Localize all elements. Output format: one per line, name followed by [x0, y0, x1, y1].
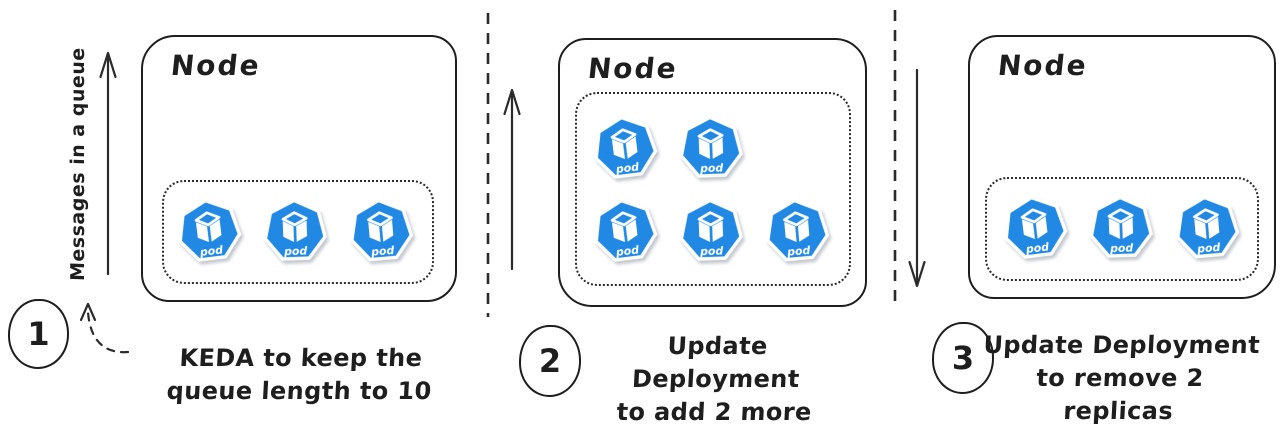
pod-icon: pod: [346, 196, 415, 265]
caption-line: KEDA to keep the: [178, 344, 424, 372]
pod-icon: pod: [173, 195, 244, 266]
step-number: 2: [538, 342, 562, 380]
pod-heptagon-icon: pod: [594, 115, 658, 179]
cube-icon: [367, 211, 394, 242]
pod-icon: pod: [676, 196, 746, 266]
node-title-3: Node: [996, 49, 1090, 82]
pod-heptagon-icon: pod: [594, 198, 658, 262]
node-box-1: Node pod: [141, 35, 457, 302]
step-caption-3: Update Deployment to remove 2 replicas: [977, 329, 1262, 428]
step-number: 1: [27, 315, 50, 353]
node-title-2: Node: [586, 52, 680, 85]
pod-icon: pod: [1172, 193, 1241, 262]
keda-dashed-arrow: [81, 304, 128, 352]
caption-line: queue length to 10: [165, 377, 433, 405]
pod-heptagon-icon: pod: [679, 198, 743, 261]
pod-heptagon-icon: pod: [350, 198, 414, 262]
pod-label: pod: [198, 243, 224, 259]
node-box-2: Node pod: [558, 38, 867, 307]
trend-up-arrow: [505, 90, 520, 269]
step-badge-3: 3: [932, 322, 994, 394]
pod-group-1: pod pod: [162, 180, 434, 284]
node-box-3: Node pod: [968, 35, 1276, 299]
step-badge-2: 2: [519, 325, 581, 397]
pod-icon: pod: [589, 195, 660, 266]
pod-row: pod pod: [591, 114, 745, 182]
pod-icon: pod: [676, 113, 746, 183]
pod-label: pod: [699, 244, 724, 258]
cube-icon: [1020, 208, 1048, 239]
step-badge-1: 1: [8, 299, 69, 369]
pod-label: pod: [370, 244, 395, 259]
pod-icon: pod: [999, 192, 1070, 263]
pod-row: pod pod: [591, 197, 831, 265]
pod-icon: pod: [260, 196, 330, 266]
queue-axis-label: Messages in a queue: [67, 46, 89, 282]
pod-row: pod pod: [175, 197, 415, 265]
pod-heptagon-icon: pod: [263, 198, 327, 261]
pod-heptagon-icon: pod: [1176, 195, 1240, 259]
step-number: 3: [951, 339, 975, 377]
pod-icon: pod: [762, 196, 831, 265]
pod-row: pod pod: [1001, 194, 1241, 262]
pod-label: pod: [283, 244, 308, 258]
pod-label: pod: [614, 243, 640, 259]
cube-icon: [697, 211, 724, 242]
pod-icon: pod: [1086, 193, 1156, 263]
pod-group-3: pod pod: [985, 177, 1259, 281]
caption-line: to add 2 more: [615, 398, 813, 426]
pod-label: pod: [786, 244, 811, 259]
pod-label: pod: [1196, 241, 1221, 256]
queue-up-arrow: [101, 53, 116, 274]
node-title-1: Node: [169, 49, 263, 82]
cube-icon: [783, 211, 810, 242]
pod-heptagon-icon: pod: [1004, 195, 1068, 259]
cube-icon: [194, 211, 222, 242]
pod-heptagon-icon: pod: [1089, 195, 1153, 258]
trend-down-arrow: [910, 70, 925, 286]
caption-line: to remove 2 replicas: [1035, 364, 1205, 425]
pod-label: pod: [1109, 241, 1134, 255]
pod-heptagon-icon: pod: [766, 198, 830, 262]
pod-icon: pod: [589, 112, 660, 183]
pod-label: pod: [614, 160, 640, 176]
caption-line: Update Deployment: [982, 331, 1261, 359]
pod-group-2: pod pod: [575, 92, 851, 286]
step-caption-1: KEDA to keep the queue length to 10: [158, 342, 441, 408]
cube-icon: [281, 211, 308, 242]
pod-label: pod: [1024, 240, 1050, 256]
cube-icon: [1107, 208, 1134, 239]
pod-label: pod: [699, 161, 724, 175]
caption-line: Update Deployment: [631, 332, 801, 393]
cube-icon: [610, 128, 638, 159]
pod-heptagon-icon: pod: [679, 115, 743, 178]
cube-icon: [697, 128, 724, 159]
cube-icon: [1193, 208, 1220, 239]
step-caption-2: Update Deployment to add 2 more replicas: [580, 330, 851, 431]
pod-heptagon-icon: pod: [178, 198, 242, 262]
cube-icon: [610, 211, 638, 242]
